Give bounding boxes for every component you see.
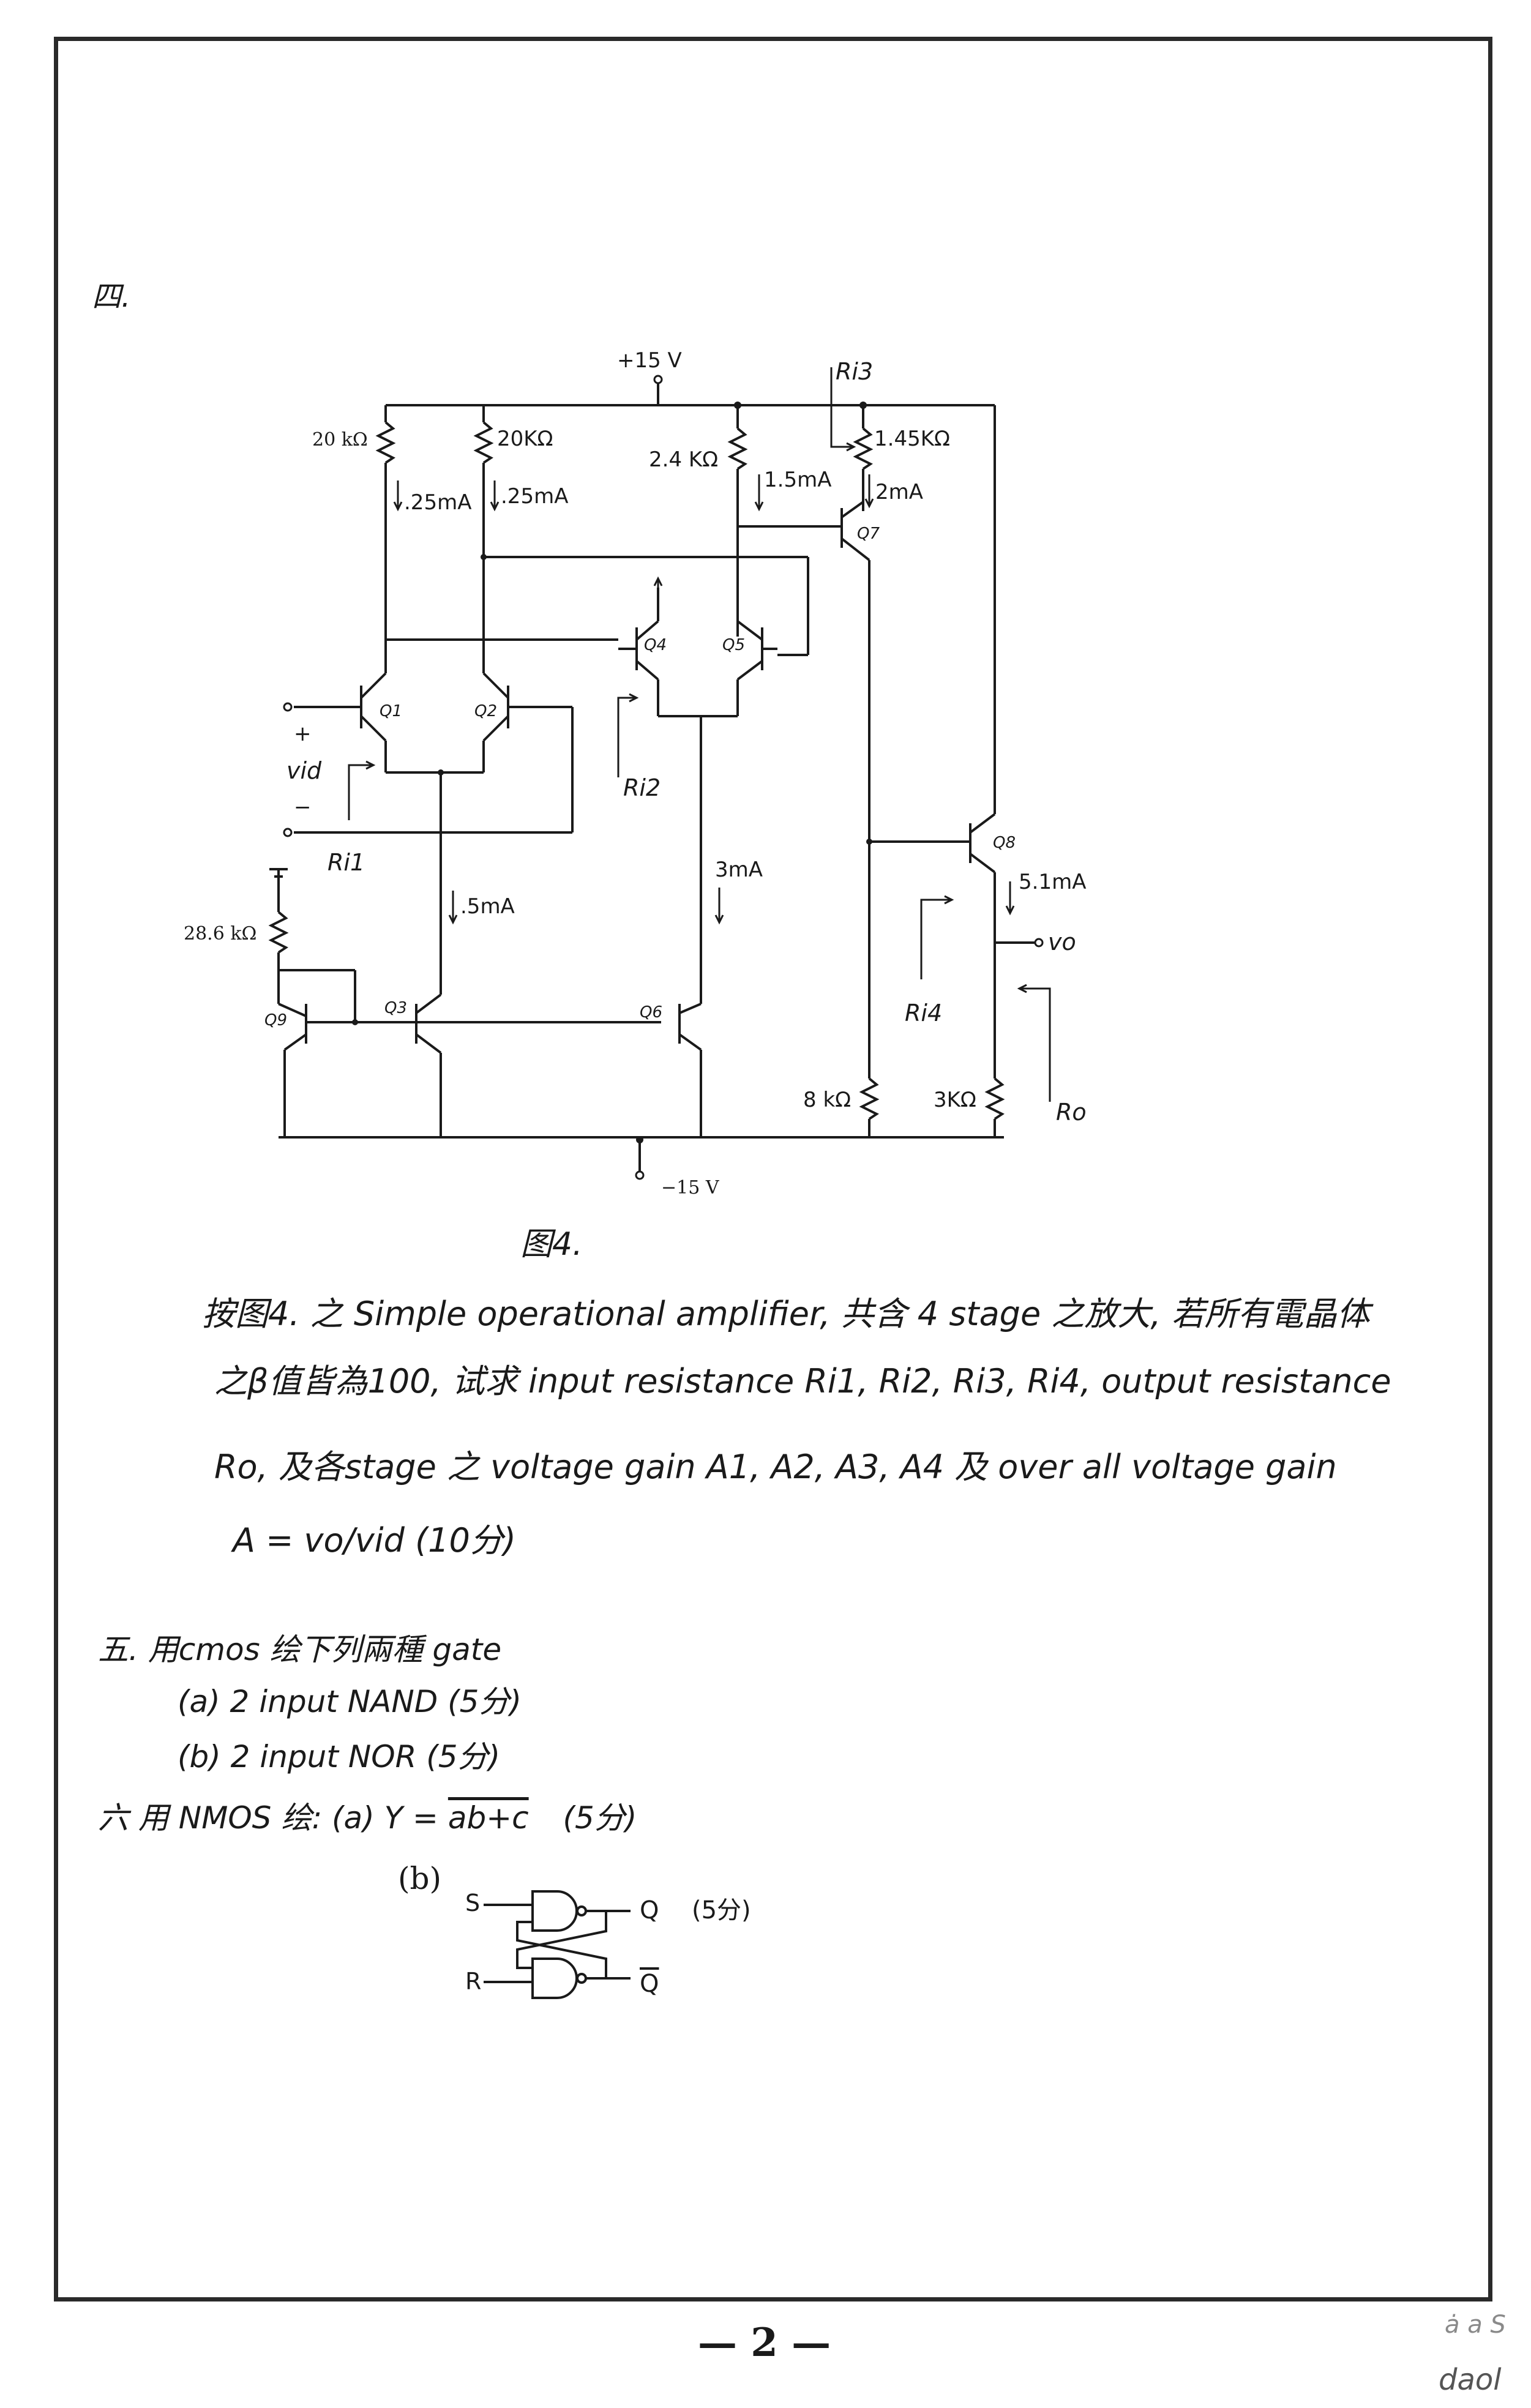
r-input-label: R (465, 1968, 481, 1995)
problem-line-2: 之β值皆為100, 试求 input resistance Ri1, Ri2, … (214, 1362, 1391, 1400)
ri4-label: Ri4 (905, 1000, 942, 1026)
corner-note-2: daol (1439, 2363, 1502, 2397)
vplus-label: +15 V (617, 348, 682, 373)
expression-lhs: Y = (384, 1800, 438, 1836)
ri1-label: Ri1 (328, 849, 365, 876)
vo-label: vo (1048, 929, 1076, 955)
q3-label: Q3 (384, 999, 407, 1017)
vminus-label: −15 V (661, 1177, 720, 1198)
section-6-label-b: (b) (398, 1861, 442, 1896)
figure-caption: 图4. (520, 1226, 583, 1263)
i1-label: .25mA (404, 490, 471, 515)
section-6-points-a: (5分) (563, 1800, 637, 1836)
section-5-item-b: (b) 2 input NOR (5分) (178, 1739, 501, 1774)
q6-label: Q6 (640, 1003, 662, 1022)
i6-label: 3mA (715, 858, 763, 882)
section-6-prefix: 六 用 NMOS 绘: (a) (98, 1800, 375, 1836)
q5-label: Q5 (722, 636, 745, 654)
section-6-points-b: (5分) (692, 1896, 751, 1924)
page-number: — 2 — (698, 2320, 831, 2366)
problem-line-4: A = vo/vid (10分) (233, 1521, 516, 1560)
corner-note-1: ȧ a S (1445, 2311, 1506, 2339)
vid-label: vid (286, 757, 322, 784)
q4-label: Q4 (644, 636, 667, 654)
op-amp-circuit: +15 V −15 V 20 kΩ 20KΩ 2.4 KΩ 1.45KΩ 28.… (184, 348, 1087, 1198)
q8-label: Q8 (993, 834, 1016, 852)
section-4-marker: 四. (92, 280, 131, 314)
section-5-item-a: (a) 2 input NAND (5分) (178, 1684, 522, 1719)
r1-label: 20 kΩ (312, 429, 368, 451)
q9-label: Q9 (264, 1011, 287, 1030)
r2-label: 20KΩ (497, 427, 553, 451)
qbar-output-label: Q (640, 1970, 659, 1998)
i3-label: 1.5mA (764, 468, 831, 492)
ro-label: Ro (1056, 1099, 1087, 1126)
section-6-heading: 六 用 NMOS 绘: (a) Y = ab+c (5分) (98, 1793, 637, 1838)
problem-line-1: 按图4. 之 Simple operational amplifier, 共含 … (202, 1295, 1370, 1333)
i5-label: .5mA (460, 894, 515, 919)
q1-label: Q1 (380, 702, 402, 720)
r7-label: 3KΩ (934, 1088, 976, 1112)
sr-latch-diagram: S R Q Q (5分) (465, 1890, 751, 1999)
r4-label: 1.45KΩ (874, 427, 950, 451)
r3-label: 2.4 KΩ (649, 447, 718, 472)
r6-label: 8 kΩ (803, 1088, 851, 1112)
i2-label: .25mA (501, 484, 568, 509)
q2-label: Q2 (474, 702, 497, 720)
s-input-label: S (465, 1890, 480, 1916)
page-border (54, 37, 1492, 2301)
r5-label: 28.6 kΩ (184, 923, 256, 944)
expression-rhs: ab+c (447, 1800, 529, 1836)
i7-label: 5.1mA (1019, 870, 1086, 894)
vid-minus: − (294, 795, 312, 820)
problem-line-3: Ro, 及各stage 之 voltage gain A1, A2, A3, A… (214, 1448, 1337, 1486)
i4-label: 2mA (875, 480, 923, 504)
ri2-label: Ri2 (623, 774, 661, 801)
q-output-label: Q (640, 1896, 659, 1924)
q7-label: Q7 (857, 525, 880, 543)
ri3-label: Ri3 (836, 358, 873, 385)
vid-plus: + (294, 722, 312, 746)
section-5-heading: 五. 用cmos 绘下列兩種 gate (98, 1632, 502, 1667)
